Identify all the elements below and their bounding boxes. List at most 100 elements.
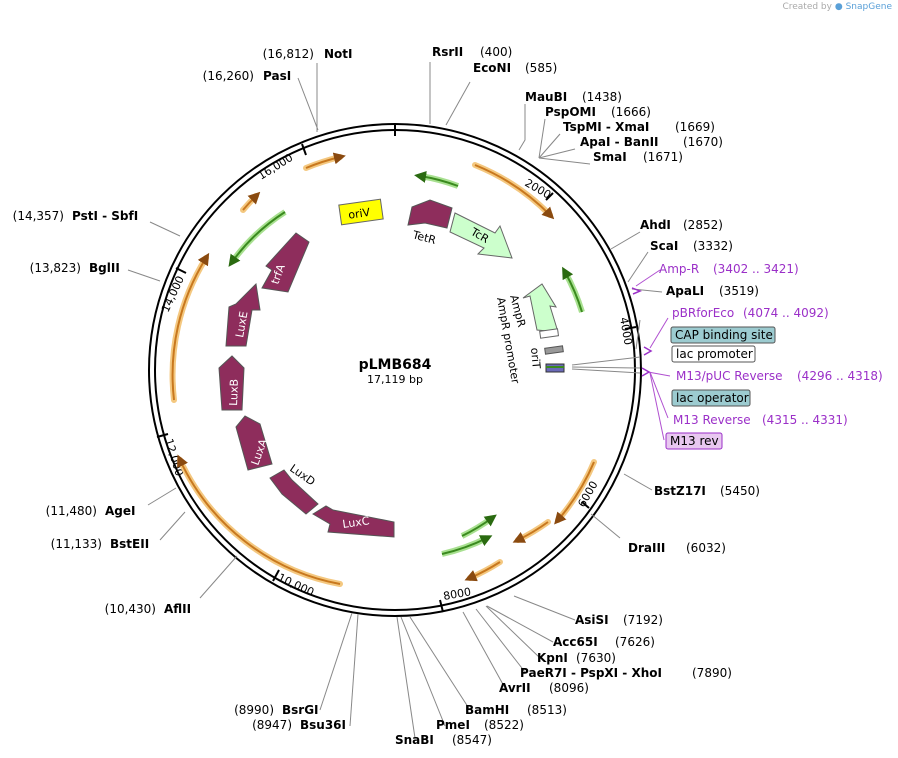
Bsu36I-name: Bsu36I: [300, 718, 346, 732]
M13pUC-primer-name: M13/pUC Reverse: [676, 369, 783, 383]
leader-KpnI: [485, 605, 541, 659]
TspMI-pos: (1669): [675, 120, 715, 134]
orf-arcs: [171, 152, 595, 585]
leader-BsrGI: [319, 612, 353, 711]
orf-arc: [554, 461, 595, 525]
leader-M13rev-primer: [649, 371, 669, 419]
DraIII-name: DraIII: [628, 541, 665, 555]
LuxA-feature: [235, 415, 273, 471]
AvrII-pos: (8096): [549, 681, 589, 695]
SmaI-pos: (1671): [643, 150, 683, 164]
green-arc: [228, 211, 286, 267]
m13rev-label: M13 rev: [670, 434, 719, 448]
orf-arc: [171, 252, 210, 401]
SmaI-name: SmaI: [593, 150, 627, 164]
green-arc: [562, 266, 583, 313]
orf-arc: [242, 191, 261, 211]
RsrII-pos: (400): [480, 45, 512, 59]
DraIII-pos: (6032): [686, 541, 726, 555]
TetR-feature: [407, 199, 453, 229]
leader-M13rev: [649, 372, 665, 441]
LuxE-feature: [225, 282, 261, 347]
leader-TspMI: [538, 133, 561, 159]
ScaI-name: ScaI: [650, 239, 678, 253]
lac-operator-box: [671, 389, 751, 407]
PasI-pos: (16,260): [203, 69, 254, 83]
leader-pBRforEco-primer: [649, 317, 669, 349]
leader-SmaI: [538, 157, 591, 165]
ApaLI-name: ApaLI: [666, 284, 704, 298]
orf-arc: [474, 164, 555, 220]
tick-4000: [624, 326, 637, 330]
ticks-group: [156, 124, 637, 613]
TetR-label: TetR: [410, 228, 437, 247]
leader-Bsu36I: [349, 613, 359, 727]
primer-labels: Amp-R (3402 .. 3421) pBRforEco (4074 .. …: [659, 262, 883, 427]
AgeI-pos: (11,480): [46, 504, 97, 518]
PspOMI-pos: (1666): [611, 105, 651, 119]
leader-Acc65I: [486, 605, 554, 643]
leader-ApaI: [538, 148, 576, 159]
trfA-feature: [261, 232, 310, 293]
KpnI-name: KpnI: [537, 651, 568, 665]
leader-AhdI: [610, 231, 641, 250]
BstEII-name: BstEII: [110, 537, 149, 551]
leader-lac-op: [571, 368, 641, 374]
EcoNI-name: EcoNI: [473, 61, 511, 75]
leader-BamHI: [409, 616, 471, 711]
KpnI-pos: (7630): [576, 651, 616, 665]
snapgene-credit: Created by ● SnapGene: [782, 2, 892, 12]
LuxB-label: LuxB: [227, 379, 241, 406]
tick-12000: [156, 433, 169, 438]
BstZ17I-pos: (5450): [720, 484, 760, 498]
leader-BstEII: [159, 511, 186, 541]
primer-arrow-amp: [631, 287, 643, 295]
lac-promoter-label: lac promoter: [676, 347, 753, 361]
leader-AsiSI: [513, 595, 576, 621]
green-arc: [461, 514, 497, 537]
BsrGI-name: BsrGI: [282, 703, 319, 717]
EcoNI-pos: (585): [525, 61, 557, 75]
leader-PmeI: [400, 616, 446, 727]
MauBI-pos: (1438): [582, 90, 622, 104]
Acc65I-name: Acc65I: [553, 635, 598, 649]
pBRforEco-primer-name: pBRforEco: [672, 306, 734, 320]
cap-box: [670, 326, 776, 344]
tick-label-4000: 4000: [617, 316, 635, 346]
orf-arc: [512, 521, 549, 543]
leader-DraIII: [590, 513, 621, 539]
PasI-name: PasI: [263, 69, 291, 83]
primer-leaders: [635, 269, 671, 441]
PstI-name: PstI - SbfI: [72, 209, 138, 223]
plasmid-name: pLMB684: [359, 357, 432, 373]
oriV-label: oriV: [347, 206, 371, 222]
lac-operator-label: lac operator: [676, 391, 749, 405]
AflII-pos: (10,430): [105, 602, 156, 616]
green-arc: [441, 535, 493, 555]
Amp-R-primer-range: (3402 .. 3421): [713, 262, 799, 276]
leader-PaeR7I: [475, 608, 526, 673]
leader-PstI: [149, 221, 181, 237]
BamHI-pos: (8513): [527, 703, 567, 717]
PaeR7I-pos: (7890): [692, 666, 732, 680]
M13-reverse-primer-name: M13 Reverse: [673, 413, 751, 427]
leader-pBRforEco: [635, 319, 641, 350]
SnaBI-name: SnaBI: [395, 733, 434, 747]
ApaI-pos: (1670): [683, 135, 723, 149]
leader-MauBI: [518, 104, 526, 151]
tick-10000: [272, 569, 280, 582]
tick-8000: [439, 599, 444, 613]
tick-16000: [301, 143, 307, 156]
ApaI-name: ApaI - BanII: [580, 135, 659, 149]
BsrGI-pos: (8990): [234, 703, 274, 717]
leader-EcoNI: [445, 81, 471, 126]
cap-label: CAP binding site: [675, 328, 773, 342]
PmeI-pos: (8522): [484, 718, 524, 732]
PstI-pos: (14,357): [13, 209, 64, 223]
pBRforEco-primer-range: (4074 .. 4092): [743, 306, 829, 320]
LuxD-feature: [269, 469, 319, 515]
M13pUC-primer-range: (4296 .. 4318): [797, 369, 883, 383]
BstEII-pos: (11,133): [51, 537, 102, 551]
NotI-pos: (16,812): [263, 47, 314, 61]
